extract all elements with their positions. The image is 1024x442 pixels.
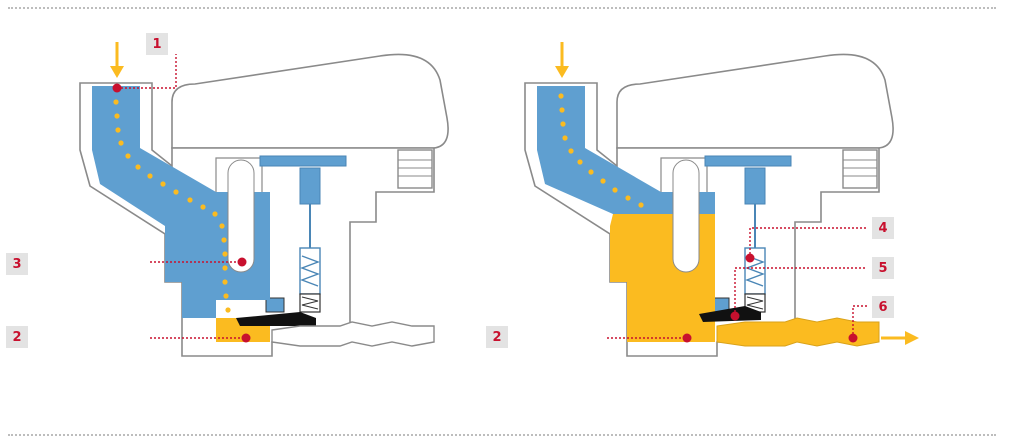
right-water-fill [537, 86, 715, 214]
left-inlet-arrow [110, 42, 124, 78]
right-device [524, 42, 919, 358]
bottom-dotted-border [8, 434, 996, 436]
top-dotted-border [8, 7, 996, 9]
right-marker-5 [730, 311, 740, 321]
right-valve-seat [699, 306, 761, 322]
right-marker-2 [682, 333, 692, 343]
left-flow-dots [113, 99, 231, 313]
left-device [79, 42, 450, 358]
label-6: 6 [872, 296, 894, 318]
label-5: 5 [872, 257, 894, 279]
left-marker-3 [237, 257, 247, 267]
left-marker-2 [241, 333, 251, 343]
left-valve-seat [236, 312, 316, 326]
right-outlet-arrow [881, 331, 919, 345]
right-inlet-arrow [555, 42, 569, 78]
right-flow-dots [558, 93, 644, 208]
right-marker-4 [745, 253, 755, 263]
label-4: 4 [872, 217, 894, 239]
label-3: 3 [6, 253, 28, 275]
label-1: 1 [146, 33, 168, 55]
right-marker-6 [848, 333, 858, 343]
label-2-left: 2 [6, 326, 28, 348]
right-outlet-hose [716, 317, 880, 347]
left-marker-1 [112, 83, 122, 93]
label-2-right: 2 [486, 326, 508, 348]
left-water-fill [92, 86, 270, 318]
left-outlet-hose [271, 321, 435, 347]
